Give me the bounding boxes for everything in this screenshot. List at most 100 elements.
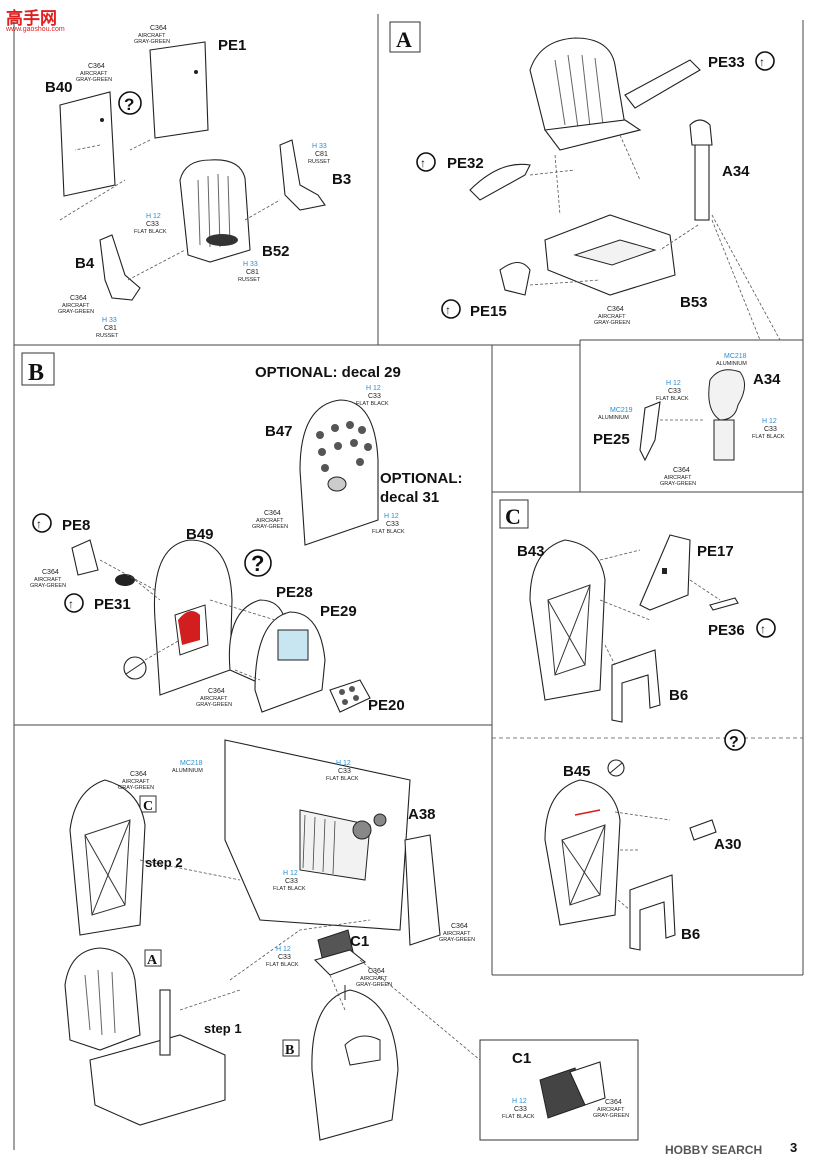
part-label-a34-detail: A34 xyxy=(753,371,781,388)
panel-top-left: ? xyxy=(59,41,326,301)
section-b-label: B xyxy=(28,360,44,386)
paint-name: AIRCRAFT xyxy=(664,475,692,481)
part-label-a34: A34 xyxy=(722,163,750,180)
paint-code-h: MC218 xyxy=(724,353,747,360)
paint-name: GRAY-GREEN xyxy=(76,77,112,83)
paint-name: ALUMINIUM xyxy=(716,361,747,367)
up-arrow-icon: ↑ xyxy=(760,622,766,636)
question-mark-2: ? xyxy=(251,551,264,576)
part-label-b52: B52 xyxy=(262,243,290,260)
part-label-b6-alt: B6 xyxy=(681,926,700,943)
up-arrow-icon: ↑ xyxy=(36,517,42,531)
paint-name: FLAT BLACK xyxy=(502,1114,535,1120)
paint-code: C81 xyxy=(104,325,117,332)
paint-code: C364 xyxy=(88,63,105,70)
part-label-b40: B40 xyxy=(45,79,73,96)
part-label-b53: B53 xyxy=(680,294,708,311)
paint-code: C81 xyxy=(246,269,259,276)
paint-code-h: H 12 xyxy=(512,1098,527,1105)
part-label-pe29: PE29 xyxy=(320,603,357,620)
paint-code: C364 xyxy=(605,1099,622,1106)
paint-code: C33 xyxy=(386,521,399,528)
paint-code-h: H 12 xyxy=(762,418,777,425)
flip-icon xyxy=(32,513,52,533)
paint-name: FLAT BLACK xyxy=(356,401,389,407)
paint-name: AIRCRAFT xyxy=(62,303,90,309)
paint-code: C364 xyxy=(42,569,59,576)
paint-name: FLAT BLACK xyxy=(134,229,167,235)
paint-code: C33 xyxy=(514,1106,527,1113)
paint-code: C364 xyxy=(208,688,225,695)
part-label-b49: B49 xyxy=(186,526,214,543)
part-label-b3: B3 xyxy=(332,171,351,188)
paint-code: C33 xyxy=(764,426,777,433)
paint-code: C33 xyxy=(368,393,381,400)
panel-section-c xyxy=(499,499,739,723)
part-label-pe32: PE32 xyxy=(447,155,484,172)
paint-name: GRAY-GREEN xyxy=(594,320,630,326)
paint-name: ALUMINIUM xyxy=(598,415,629,421)
step-2-label: step 2 xyxy=(145,855,183,870)
up-arrow-icon: ↑ xyxy=(445,303,451,317)
part-label-b47: B47 xyxy=(265,423,293,440)
section-a-label: A xyxy=(396,27,412,52)
panel-a34-detail xyxy=(639,369,745,462)
panel-borders xyxy=(13,14,804,1150)
paint-name: GRAY-GREEN xyxy=(252,524,288,530)
paint-name: AIRCRAFT xyxy=(598,314,626,320)
paint-name: GRAY-GREEN xyxy=(439,937,475,943)
paint-name: AIRCRAFT xyxy=(256,518,284,524)
paint-code-h: H 33 xyxy=(312,143,327,150)
part-label-pe33: PE33 xyxy=(708,54,745,71)
paint-code-h: H 12 xyxy=(276,946,291,953)
paint-code-h: H 12 xyxy=(146,213,161,220)
paint-code: C33 xyxy=(278,954,291,961)
optional-decal-31-line1: OPTIONAL: xyxy=(380,470,463,487)
paint-code-h: MC218 xyxy=(180,760,203,767)
paint-name: GRAY-GREEN xyxy=(134,39,170,45)
flip-icon xyxy=(756,618,776,638)
paint-name: FLAT BLACK xyxy=(273,886,306,892)
paint-name: GRAY-GREEN xyxy=(356,982,392,988)
paint-name: RUSSET xyxy=(96,333,119,339)
flip-icon xyxy=(755,51,775,71)
step-1-label: step 1 xyxy=(204,1021,242,1036)
paint-code-h: H 12 xyxy=(384,513,399,520)
paint-code: C81 xyxy=(315,151,328,158)
paint-code: C364 xyxy=(70,295,87,302)
watermark-text: 高手网 xyxy=(6,9,57,28)
paint-name: AIRCRAFT xyxy=(80,71,108,77)
part-label-pe28: PE28 xyxy=(276,584,313,601)
paint-name: GRAY-GREEN xyxy=(118,785,154,791)
paint-code: C364 xyxy=(451,923,468,930)
paint-code: C33 xyxy=(146,221,159,228)
paint-code-h: MC219 xyxy=(610,407,633,414)
flip-icon xyxy=(441,299,461,319)
part-label-b43: B43 xyxy=(517,543,545,560)
paint-name: FLAT BLACK xyxy=(372,529,405,535)
part-label-pe25: PE25 xyxy=(593,431,630,448)
part-label-a30: A30 xyxy=(714,836,742,853)
part-label-pe8: PE8 xyxy=(62,517,90,534)
paint-code-h: H 12 xyxy=(666,380,681,387)
optional-decal-31-line2: decal 31 xyxy=(380,489,439,506)
paint-code-h: H 12 xyxy=(283,870,298,877)
part-label-pe15: PE15 xyxy=(470,303,507,320)
paint-name: FLAT BLACK xyxy=(752,434,785,440)
paint-code-h: H 12 xyxy=(366,385,381,392)
section-c-ref: C xyxy=(143,799,153,814)
paint-code: C33 xyxy=(668,388,681,395)
paint-name: AIRCRAFT xyxy=(200,696,228,702)
paint-name: FLAT BLACK xyxy=(656,396,689,402)
paint-name: GRAY-GREEN xyxy=(30,583,66,589)
watermark-logo: 高手网 www.gaoshou.com xyxy=(4,4,74,38)
page-number: 3 xyxy=(790,1140,798,1155)
part-label-b4: B4 xyxy=(75,255,95,272)
up-arrow-icon: ↑ xyxy=(759,55,765,69)
paint-name: AIRCRAFT xyxy=(443,931,471,937)
part-label-c1: C1 xyxy=(350,933,369,950)
paint-name: AIRCRAFT xyxy=(597,1107,625,1113)
paint-name: FLAT BLACK xyxy=(266,962,299,968)
watermark-url: www.gaoshou.com xyxy=(6,26,65,33)
